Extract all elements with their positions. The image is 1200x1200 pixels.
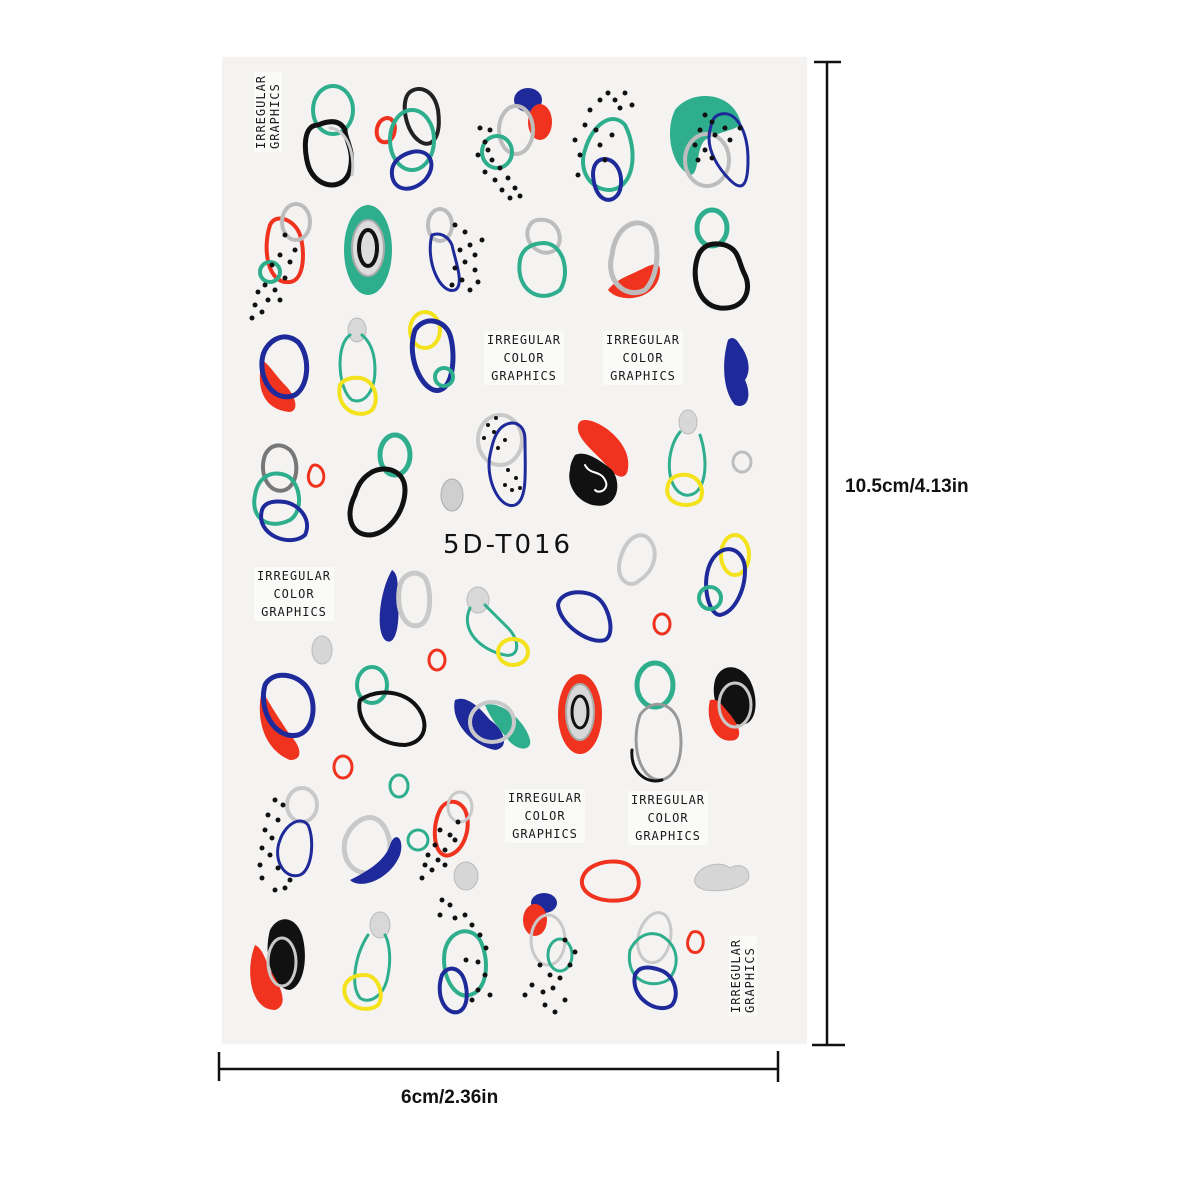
sticker-red-small-loop xyxy=(427,612,672,672)
width-dimension-label: 6cm/2.36in xyxy=(401,1087,499,1108)
sticker-small-loops xyxy=(332,754,410,799)
sticker-red-oval-loop xyxy=(580,859,641,903)
sticker-navy-yellow-teal xyxy=(697,533,751,617)
height-dimension-label: 10.5cm/4.13in xyxy=(845,476,969,497)
sticker-silver-teal-navy-red xyxy=(627,911,705,1011)
label-irregular-color-graphics: IRREGULAR COLOR GRAPHICS xyxy=(628,791,709,845)
label-irregular-color-graphics: IRREGULAR COLOR GRAPHICS xyxy=(254,567,335,621)
sticker-red-loop-dots xyxy=(258,202,312,285)
sticker-navy-oval xyxy=(556,590,613,643)
product-code: 5D-T016 xyxy=(443,530,574,560)
sticker-multi-loop xyxy=(374,87,441,191)
label-irregular-graphics-bottom: IRREGULAR GRAPHICS xyxy=(729,935,757,1016)
dimension-lines xyxy=(217,60,845,1082)
sticker-teal-oval-black xyxy=(344,205,392,295)
sticker-grey-teal-navy-red xyxy=(252,443,326,543)
sticker-navy-red-silver-dots xyxy=(523,893,574,973)
sticker-navy-teal-wave xyxy=(454,698,531,750)
sticker-teal-navy-dots-2 xyxy=(437,929,488,1015)
sticker-red-oval-black xyxy=(558,674,602,754)
sticker-teal-black-bean xyxy=(692,207,751,311)
sticker-teal-blob-navy xyxy=(670,96,750,188)
sticker-teal-yellow-drop-2 xyxy=(466,586,530,667)
sticker-teal-yellow-silver xyxy=(665,409,707,507)
label-irregular-graphics-top: IRREGULAR GRAPHICS xyxy=(254,71,282,152)
sticker-teal-silver-loop xyxy=(517,217,567,298)
sticker-silver-cloud-loop xyxy=(617,533,657,586)
sticker-navy-cloud xyxy=(724,337,749,406)
label-irregular-color-graphics: IRREGULAR COLOR GRAPHICS xyxy=(505,789,586,843)
sticker-red-silver-teal-dots xyxy=(406,790,474,858)
sticker-red-silver-smear xyxy=(608,220,660,299)
sticker-silver-drops xyxy=(453,861,750,892)
label-irregular-color-graphics: IRREGULAR COLOR GRAPHICS xyxy=(603,331,684,385)
sticker-silver-navy-blob xyxy=(341,815,402,884)
sticker-black-red-wave xyxy=(708,667,756,741)
dot-clusters xyxy=(249,90,743,1015)
sticker-navy-red-loop xyxy=(259,334,310,412)
sticker-yellow-navy-teal xyxy=(408,310,456,393)
sticker-silver-drop xyxy=(440,478,464,512)
sticker-silver-small-loop xyxy=(731,450,753,474)
sticker-silver-drop-2 xyxy=(311,635,333,665)
sticker-silver-navy-dots xyxy=(476,413,527,507)
sticker-teal-black-loop-2 xyxy=(347,432,413,538)
sticker-teal-navy-dots xyxy=(581,117,635,202)
sticker-navy-silver-dots-2 xyxy=(276,786,319,878)
sticker-black-red-wave-2 xyxy=(250,919,305,1010)
sticker-teal-yellow-drop xyxy=(337,317,378,416)
sticker-red-black-wave xyxy=(569,420,629,506)
sticker-navy-silver-dots xyxy=(426,207,461,292)
sticker-teal-yellow-drop-3 xyxy=(342,911,392,1011)
sticker-navy-blob-silver xyxy=(379,570,433,642)
sticker-teal-silver-black xyxy=(630,660,683,783)
sticker-navy-red-loop-2 xyxy=(259,672,316,760)
sticker-blob-dots xyxy=(480,88,552,170)
sticker-teal-black-loop xyxy=(302,84,355,188)
sticker-teal-black-bean-2 xyxy=(355,665,427,747)
label-irregular-color-graphics: IRREGULAR COLOR GRAPHICS xyxy=(484,331,565,385)
